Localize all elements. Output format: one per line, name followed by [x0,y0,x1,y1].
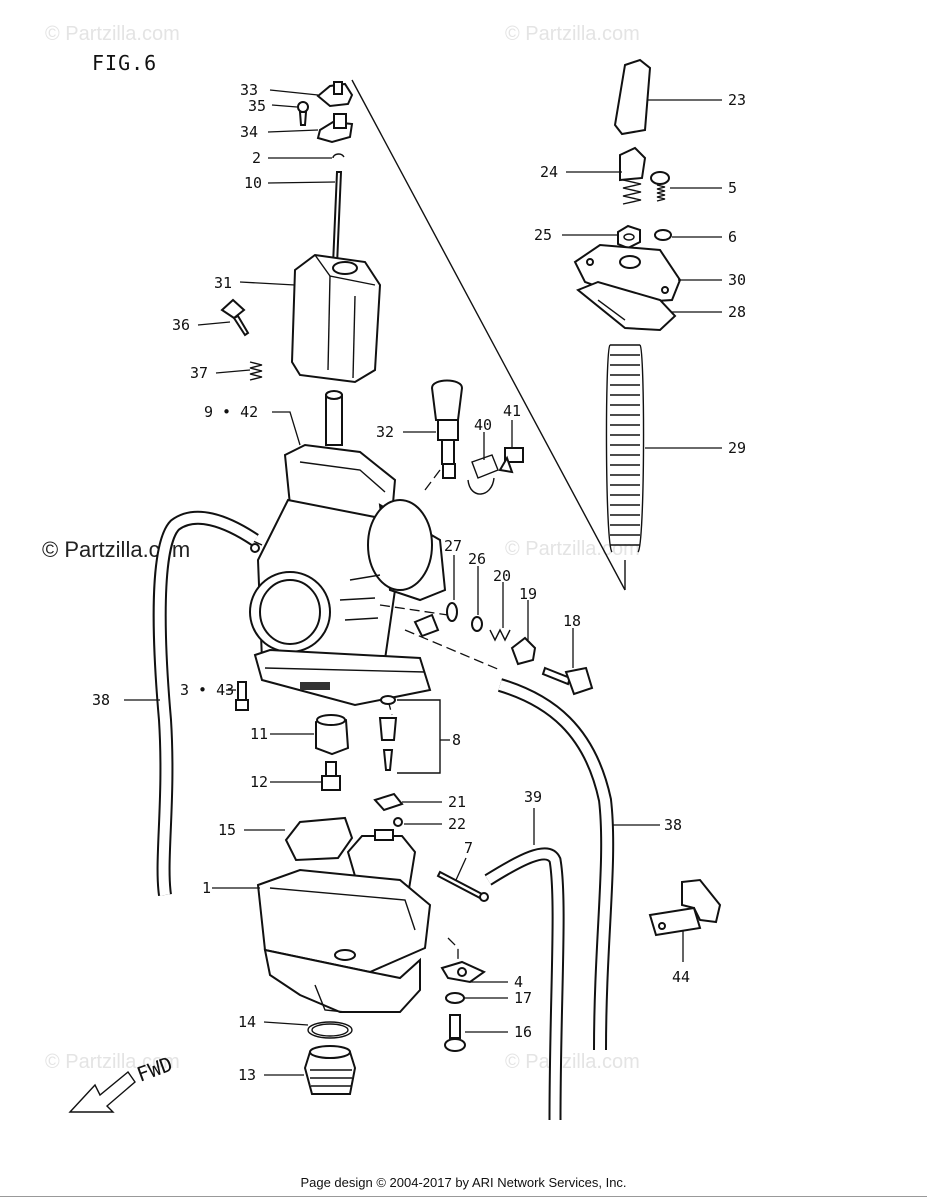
top-screw [650,171,670,202]
drain-bolt [235,681,249,711]
callout-7: 7 [464,839,473,857]
callout-15: 15 [218,821,236,839]
callout-12: 12 [250,773,268,791]
dashed-leader [404,629,501,671]
callout-11: 11 [250,725,268,743]
callout-38-left: 38 [92,691,110,709]
float-valve [378,695,441,774]
callout-24: 24 [540,163,558,181]
small-jet-parts [446,602,594,696]
callout-21: 21 [448,793,466,811]
callout-20: 20 [493,567,511,585]
vent-hose-right [497,678,615,1051]
dashed-leader [424,469,441,491]
watermark: © Partzilla.com [45,1051,180,1073]
callout-2: 2 [252,149,261,167]
overflow-hose [484,847,565,1121]
callout-14: 14 [238,1013,256,1031]
air-screw [220,298,250,337]
callout-3-43: 3 • 43 [180,681,234,699]
drain-o-ring [307,1021,353,1039]
callout-28: 28 [728,303,746,321]
callout-44: 44 [672,968,690,986]
callout-31: 31 [214,274,232,292]
drain-plug [303,1045,357,1095]
hose-clamp [648,878,722,937]
callout-41: 41 [503,402,521,420]
callout-37: 37 [190,364,208,382]
throttle-cap-group [297,81,354,266]
bowl-bracket [440,937,486,984]
callout-29: 29 [728,439,746,457]
main-jet [321,761,341,791]
needle-jet-holder [315,714,350,756]
cap-gasket [576,280,677,332]
watermark: © Partzilla.com [505,23,640,45]
dashed-leader [379,604,449,616]
callout-10: 10 [244,174,262,192]
watermark: © Partzilla.com [505,538,640,560]
float-pin [436,870,489,902]
callout-9-42: 9 • 42 [204,403,258,421]
callout-25: 25 [534,226,552,244]
callout-18: 18 [563,612,581,630]
callout-17: 17 [514,989,532,1007]
watermark: © Partzilla.com [45,23,180,45]
throttle-spring [605,344,645,553]
callout-13: 13 [238,1066,256,1084]
cable-boot [613,58,652,136]
bowl-screw [444,1014,466,1052]
adjuster-nut [617,224,641,250]
callout-19: 19 [519,585,537,603]
small-screw [393,817,403,827]
starter-clip [467,454,499,495]
callout-4: 4 [514,973,523,991]
carburetor-body [239,443,447,707]
callout-30: 30 [728,271,746,289]
lock-washer-top [654,229,672,241]
leader-lines [124,89,722,1076]
callout-35: 35 [248,97,266,115]
starter-screw [498,447,524,474]
callout-5: 5 [728,179,737,197]
watermark: © Partzilla.com [505,1051,640,1073]
callout-40: 40 [474,416,492,434]
callout-33: 33 [240,81,258,99]
starter-valve [430,379,464,479]
callout-6: 6 [728,228,737,246]
callout-39: 39 [524,788,542,806]
starter-plunger [325,390,343,446]
callout-32: 32 [376,423,394,441]
callout-22: 22 [448,815,466,833]
callout-23: 23 [728,91,746,109]
callout-38-right: 38 [664,816,682,834]
float-bowl [256,868,432,1013]
lock-washer [445,992,465,1004]
callout-27: 27 [444,537,462,555]
vent-hose-left [152,510,259,896]
float-pin-clip [373,792,404,812]
callout-36: 36 [172,316,190,334]
callout-labels: 33 35 34 2 10 31 36 37 9 • 42 32 40 41 2… [92,81,746,1084]
footer-divider [0,1196,927,1197]
callout-16: 16 [514,1023,532,1041]
callout-34: 34 [240,123,258,141]
callout-8: 8 [452,731,461,749]
assembly-reference-line [351,79,626,591]
page-footer: Page design © 2004-2017 by ARI Network S… [300,1175,627,1190]
callout-1: 1 [202,879,211,897]
callout-26: 26 [468,550,486,568]
figure-title: FIG.6 [92,51,157,75]
air-screw-spring [249,361,263,381]
cable-adjuster [619,146,647,205]
throttle-slide [290,253,382,384]
